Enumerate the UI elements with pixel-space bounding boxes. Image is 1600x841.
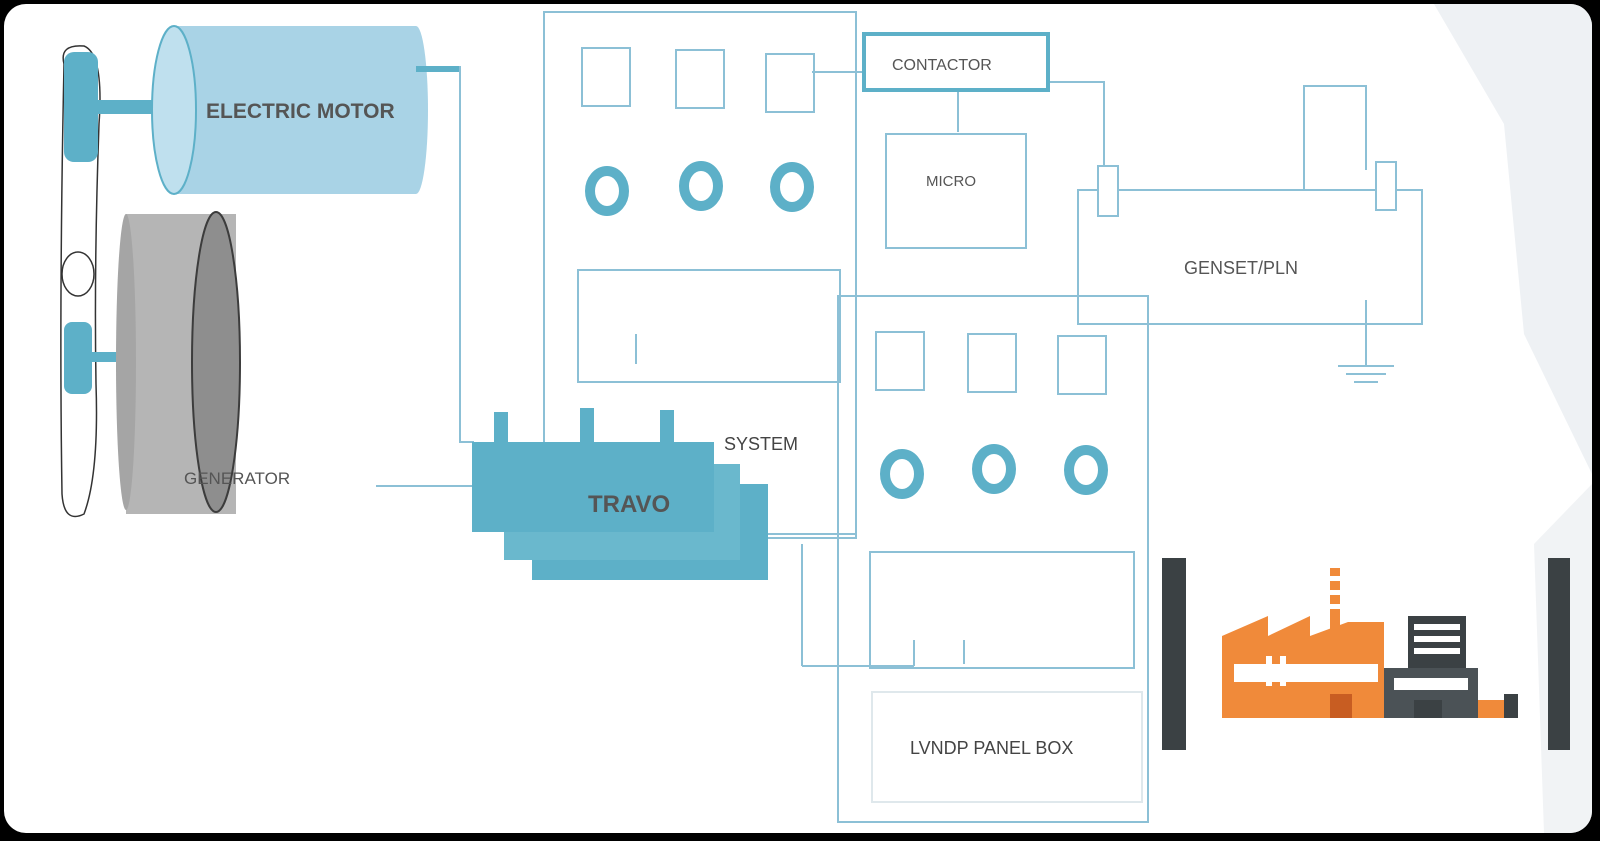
- power-system-diagram: ELECTRIC MOTOR GENERATOR: [60, 4, 1592, 833]
- diagram-frame: ELECTRIC MOTOR GENERATOR: [4, 4, 1592, 833]
- genset-pln-box: GENSET/PLN: [1077, 161, 1423, 325]
- background-shape-right: [1434, 4, 1592, 474]
- contactor-label: CONTACTOR: [892, 57, 992, 74]
- meter-rings-lower: [880, 444, 1108, 499]
- travo-label: TRAVO: [588, 491, 670, 518]
- system-label: SYSTEM: [724, 434, 798, 454]
- electric-motor-label: ELECTRIC MOTOR: [206, 100, 395, 123]
- lvndp-label: LVNDP PANEL BOX: [910, 738, 1073, 758]
- micro-label: MICRO: [926, 173, 976, 190]
- ground-icon: [1338, 365, 1394, 383]
- electric-motor: ELECTRIC MOTOR: [64, 25, 460, 195]
- left-post: [1162, 558, 1186, 750]
- factory-icon: [1222, 568, 1518, 718]
- travo: TRAVO: [472, 408, 768, 580]
- lvndp-panel: [837, 295, 1149, 823]
- genset-label: GENSET/PLN: [1184, 258, 1298, 278]
- right-post: [1548, 558, 1570, 750]
- generator-label: GENERATOR: [184, 469, 290, 488]
- micro-box: MICRO: [885, 133, 1027, 249]
- generator: GENERATOR: [64, 211, 290, 514]
- contactor-box: CONTACTOR: [862, 32, 1050, 92]
- meter-rings-upper: [585, 161, 814, 216]
